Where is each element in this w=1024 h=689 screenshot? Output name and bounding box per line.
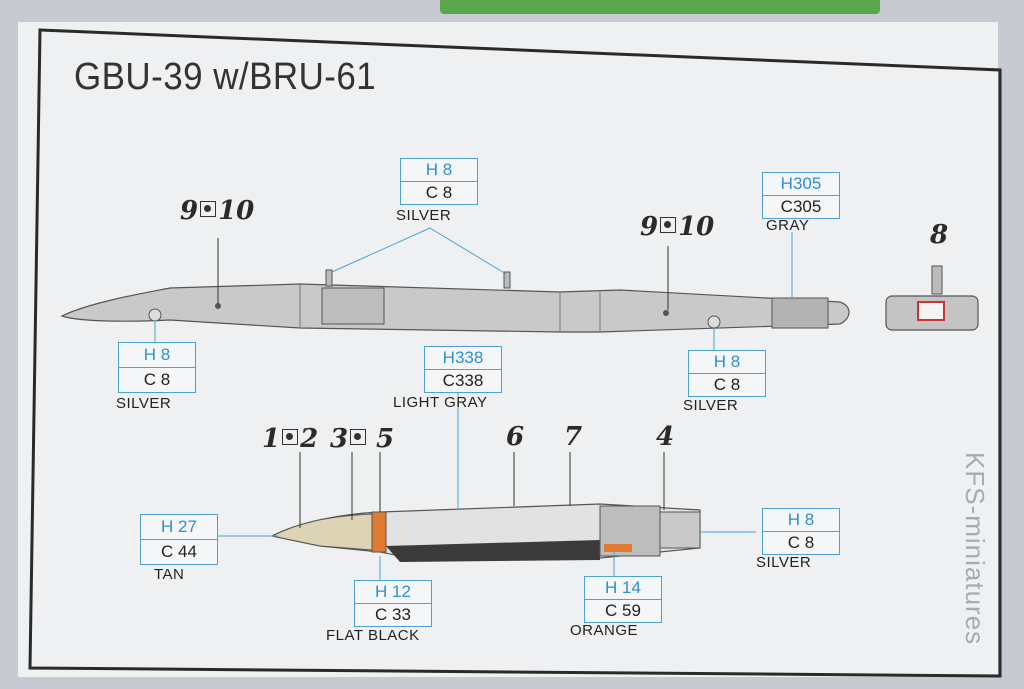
mr-color-code: C338 — [442, 371, 484, 390]
color-name: ORANGE — [570, 622, 639, 639]
color-code-box: H 12 C 33 — [354, 580, 432, 627]
gbu-39-bomb-drawing — [218, 452, 756, 580]
color-name: SILVER — [116, 395, 172, 412]
part-number-3: 3 — [330, 424, 368, 454]
color-code-box: H 8 C 8 — [400, 158, 478, 205]
part-number-8: 8 — [930, 220, 949, 250]
humbrol-code: H 14 — [585, 577, 661, 600]
part-number-7: 7 — [564, 422, 583, 452]
color-code-box: H338 C338 — [424, 346, 502, 393]
part-number-5: 5 — [376, 424, 395, 454]
mr-color-code: C 59 — [605, 601, 641, 620]
both-sides-icon — [200, 201, 217, 217]
green-paper-edge — [440, 0, 880, 14]
color-code-box: H 8 C 8 — [762, 508, 840, 555]
page-title: GBU-39 w/BRU-61 — [74, 56, 377, 98]
mr-color-code: C 8 — [713, 375, 741, 394]
color-name: TAN — [154, 566, 185, 583]
color-code-box: H 8 C 8 — [118, 342, 196, 393]
mr-color-code: C 8 — [143, 370, 171, 389]
mr-color-code: C 33 — [375, 605, 411, 624]
color-code-box: H 14 C 59 — [584, 576, 662, 623]
humbrol-code: H 12 — [355, 581, 431, 604]
mr-color-code: C305 — [780, 197, 822, 216]
part-number-4: 4 — [656, 422, 675, 452]
color-code-box: H305 C305 — [762, 172, 840, 219]
humbrol-code: H 27 — [141, 515, 217, 540]
color-code-box: H 27 C 44 — [140, 514, 218, 565]
color-code-box: H 8 C 8 — [688, 350, 766, 397]
watermark-text: KFS-miniatures — [960, 452, 990, 646]
color-name: SILVER — [756, 554, 812, 571]
humbrol-code: H 8 — [119, 343, 195, 368]
part-number-6: 6 — [506, 422, 525, 452]
frame-border — [28, 28, 1002, 678]
humbrol-code: H 8 — [401, 159, 477, 182]
color-name: FLAT BLACK — [326, 627, 420, 644]
mr-color-code: C 8 — [425, 183, 453, 202]
bru-61-rack-drawing — [60, 227, 850, 508]
humbrol-code: H305 — [763, 173, 839, 196]
mr-color-code: C 44 — [161, 542, 197, 561]
color-name: SILVER — [396, 207, 452, 224]
humbrol-code: H 8 — [763, 509, 839, 532]
both-sides-icon — [660, 217, 677, 233]
color-name: SILVER — [683, 397, 739, 414]
color-name: GRAY — [766, 217, 810, 234]
both-sides-icon — [282, 429, 299, 445]
humbrol-code: H338 — [425, 347, 501, 370]
mr-color-code: C 8 — [787, 533, 815, 552]
both-sides-icon — [350, 429, 367, 445]
rack-end-view — [885, 265, 979, 331]
color-name: LIGHT GRAY — [393, 394, 488, 411]
humbrol-code: H 8 — [689, 351, 765, 374]
